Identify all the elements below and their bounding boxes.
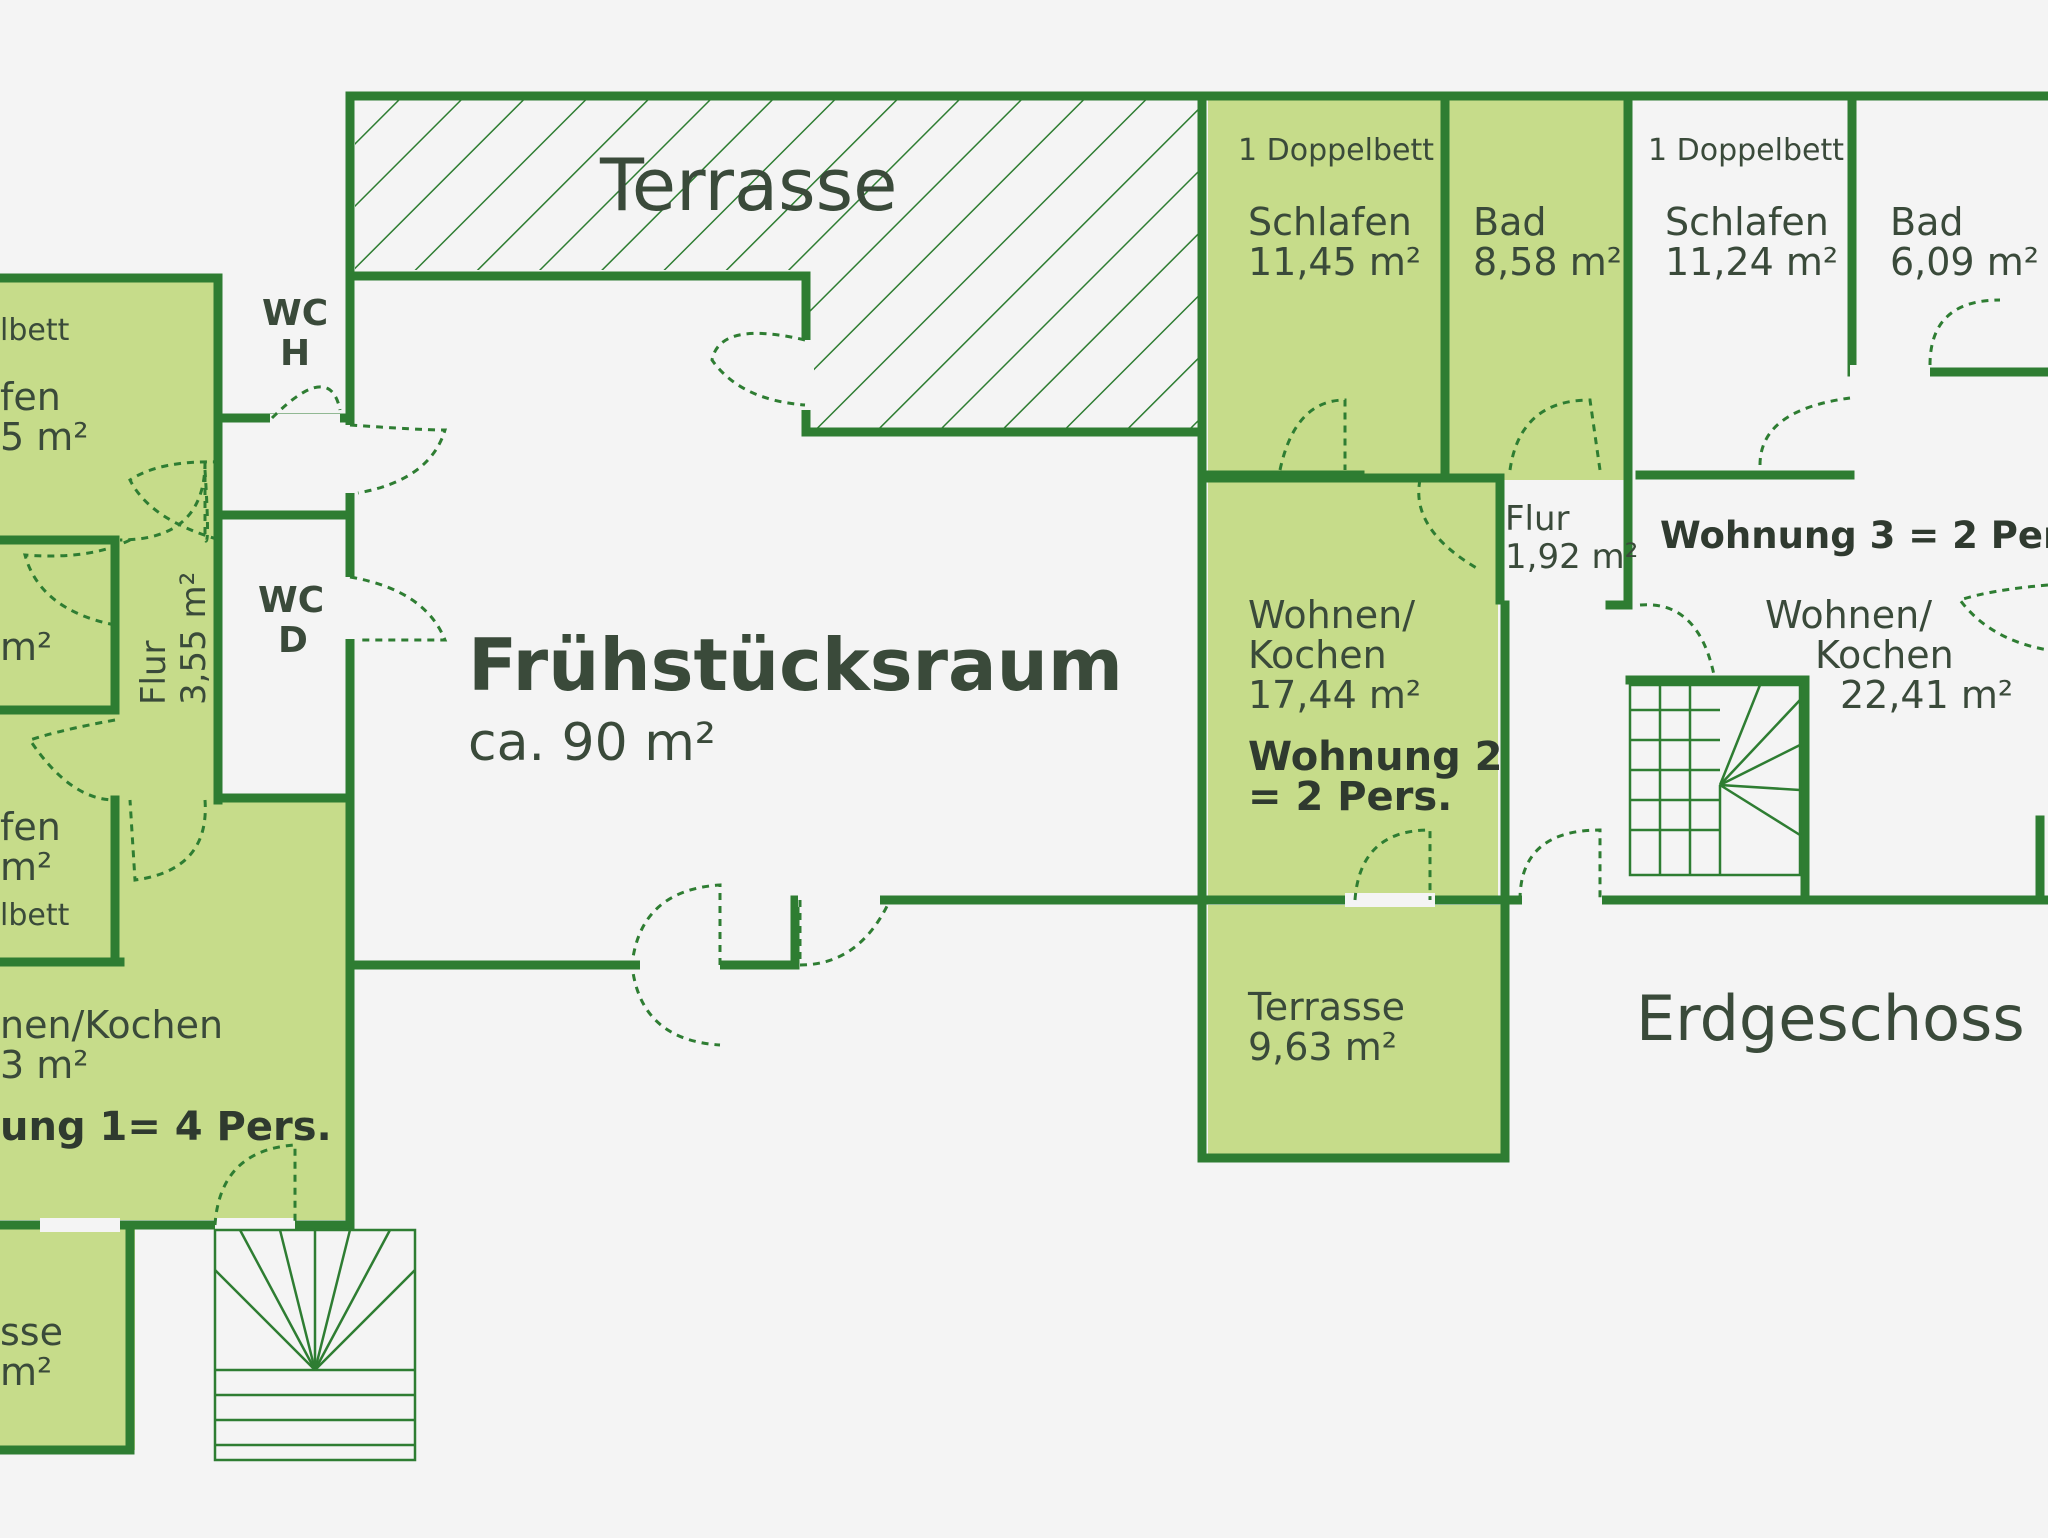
- w2-label-line2: = 2 Pers.: [1248, 774, 1452, 820]
- w3-wohnen-line2: Kochen: [1815, 633, 1954, 677]
- w2-schlafen-name: Schlafen: [1248, 200, 1412, 244]
- w3-schlafen-name: Schlafen: [1665, 200, 1829, 244]
- w2-flur-name: Flur: [1505, 499, 1570, 539]
- w1-terrasse-name: sse: [0, 1310, 63, 1354]
- w3-bad-area: 6,09 m²: [1890, 240, 2039, 284]
- w1-small-area: m²: [0, 625, 52, 669]
- w2-flur-area: 1,92 m²: [1505, 537, 1638, 577]
- door-swings: [22, 298, 2048, 1226]
- w1-bed-top: lbett: [0, 313, 70, 348]
- w1-terrasse-area: m²: [0, 1350, 52, 1394]
- w1-schlafen-bottom-area: m²: [0, 845, 52, 889]
- wc-h-line2: H: [280, 333, 310, 374]
- w1-flur-area: 3,55 m²: [174, 572, 214, 705]
- door-gaps: [40, 340, 1930, 1232]
- wc-d-line1: WC: [258, 580, 324, 621]
- w1-schlafen-top-name: fen: [0, 375, 61, 419]
- w2-terrasse-name: Terrasse: [1247, 985, 1405, 1029]
- w1-flur-name: Flur: [134, 640, 174, 705]
- w3-bad-name: Bad: [1890, 200, 1963, 244]
- w1-schlafen-top-area: 5 m²: [0, 415, 89, 459]
- w2-wohnen-area: 17,44 m²: [1248, 673, 1421, 717]
- w3-schlafen-area: 11,24 m²: [1665, 240, 1838, 284]
- wc-d-line2: D: [278, 620, 308, 661]
- w2-label-line1: Wohnung 2: [1248, 734, 1502, 780]
- w3-bed: 1 Doppelbett: [1648, 133, 1844, 168]
- w2-bad-name: Bad: [1473, 200, 1546, 244]
- fruehstueck-area: ca. 90 m²: [468, 713, 716, 773]
- w1-label: ung 1= 4 Pers.: [0, 1104, 332, 1150]
- w1-schlafen-bottom-name: fen: [0, 805, 61, 849]
- terrace-hatch: [355, 100, 1198, 270]
- terrasse-top-label: Terrasse: [599, 143, 897, 227]
- floor-title: Erdgeschoss: [1636, 982, 2025, 1055]
- room-fills: [0, 100, 1628, 1450]
- stairs-left: [213, 1228, 417, 1462]
- w3-wohnen-area: 22,41 m²: [1840, 673, 2013, 717]
- wc-h-line1: WC: [262, 293, 328, 334]
- w3-wohnen-line1: Wohnen/: [1765, 593, 1932, 637]
- walls: [0, 91, 2048, 1455]
- fruehstueck-label: Frühstücksraum: [468, 623, 1123, 707]
- w2-wohnen-line2: Kochen: [1248, 633, 1387, 677]
- stairs-right: [1628, 683, 1802, 877]
- w2-terrasse-area: 9,63 m²: [1248, 1025, 1397, 1069]
- w2-bad-area: 8,58 m²: [1473, 240, 1622, 284]
- w1-wohnen-name: nen/Kochen: [0, 1003, 223, 1047]
- w1-bed-bottom: lbett: [0, 898, 70, 933]
- labels: Terrasse Frühstücksraum ca. 90 m² WC H W…: [0, 133, 2048, 1394]
- w2-schlafen-area: 11,45 m²: [1248, 240, 1421, 284]
- w2-bed: 1 Doppelbett: [1238, 133, 1434, 168]
- w1-wohnen-area: 3 m²: [0, 1043, 89, 1087]
- w3-label: Wohnung 3 = 2 Pers.: [1660, 514, 2048, 557]
- w2-wohnen-line1: Wohnen/: [1248, 593, 1415, 637]
